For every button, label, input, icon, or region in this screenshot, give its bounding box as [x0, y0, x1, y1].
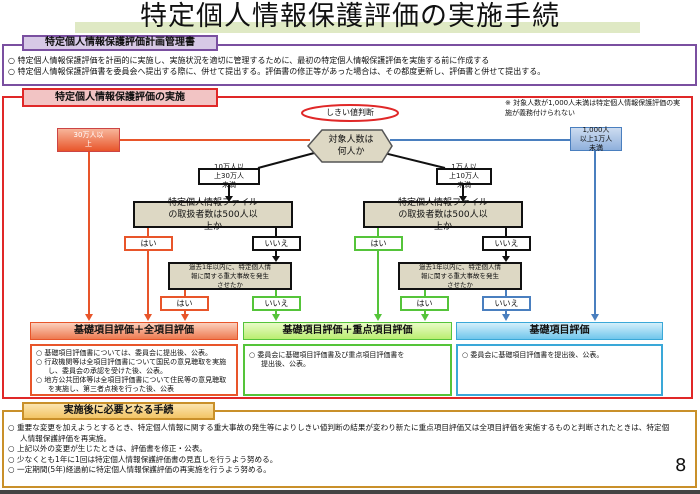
plan-label: 特定個人情報保護評価計画管理書	[22, 35, 218, 51]
yes-label: はい	[400, 296, 449, 311]
no-label: いいえ	[482, 296, 531, 311]
plan-items: ○ 特定個人情報保護評価を計画的に実施し、実施状況を適切に管理するために、最初の…	[8, 55, 691, 77]
result-item: ○ 行政機関等は全項目評価書について国民の意見聴取を実施し、委員会の承認を受けた…	[36, 358, 227, 375]
yes-label: はい	[160, 296, 209, 311]
handlers-question-right: 特定個人情報ファイルの取扱者数は500人以上か	[363, 198, 523, 232]
after-item: ○ 一定期間(5年)経過前に特定個人情報保護評価の再実施を行うよう努める。	[8, 465, 271, 474]
incident-question-right: 過去1年以内に、特定個人情報に関する重大事故を発生させたか	[398, 262, 522, 290]
plan-item: ○ 特定個人情報保護評価を計画的に実施し、実施状況を適切に管理するために、最初の…	[8, 56, 490, 65]
after-item: ○ 上記以外の変更が生じたときは、評価書を修正・公表。	[8, 444, 207, 453]
result-full-body: ○ 基礎項目評価書については、委員会に提出後、公表。 ○ 行政機関等は全項目評価…	[30, 344, 238, 396]
plan-section: ○ 特定個人情報保護評価を計画的に実施し、実施状況を適切に管理するために、最初の…	[2, 44, 697, 86]
result-basic: 基礎項目評価	[456, 322, 663, 340]
handlers-question-left: 特定個人情報ファイルの取扱者数は500人以上か	[133, 198, 293, 232]
plan-item: ○ 特定個人情報保護評価書を委員会へ提出する際に、併せて提出する。評価書の修正等…	[8, 67, 546, 76]
result-priority: 基礎項目評価＋重点項目評価	[243, 322, 452, 340]
result-item: ○ 委員会に基礎項目評価書及び重点項目評価書を提出後、公表。	[249, 351, 405, 368]
question-label: 対象人数は何人か	[328, 135, 374, 157]
after-item: ○ 重要な変更を加えようとするとき、特定個人情報に関する重大事故の発生等によりし…	[8, 423, 670, 443]
implementation-label: 特定個人情報保護評価の実施	[22, 88, 218, 107]
note: ※ 対象人数が1,000人未満は特定個人情報保護評価の実施が義務付けられない	[505, 99, 681, 117]
result-priority-body: ○ 委員会に基礎項目評価書及び重点項目評価書を提出後、公表。	[243, 344, 452, 396]
no-label: いいえ	[482, 236, 531, 251]
bottom-bar	[0, 490, 700, 494]
no-label: いいえ	[252, 236, 301, 251]
result-item: ○ 委員会に基礎項目評価書を提出後、公表。	[462, 351, 604, 359]
question-shape	[307, 129, 393, 163]
yes-label: はい	[124, 236, 173, 251]
after-label: 実施後に必要となる手続	[22, 402, 215, 420]
implementation-section	[2, 96, 693, 399]
threshold-oval	[301, 104, 399, 122]
page-number: 8	[675, 455, 687, 476]
threshold-label: しきい値判断	[326, 108, 374, 117]
range-10k: 1万人以上10万人未満	[436, 163, 492, 189]
range-100k: 10万人以上30万人未満	[198, 163, 260, 189]
yes-label: はい	[354, 236, 403, 251]
incident-question-left: 過去1年以内に、特定個人情報に関する重大事故を発生させたか	[168, 262, 292, 290]
range-1k: 1,000人以上1万人未満	[570, 126, 622, 152]
result-item: ○ 基礎項目評価書については、委員会に提出後、公表。	[36, 349, 212, 357]
after-section: ○ 重要な変更を加えようとするとき、特定個人情報に関する重大事故の発生等によりし…	[2, 410, 697, 488]
after-items: ○ 重要な変更を加えようとするとき、特定個人情報に関する重大事故の発生等によりし…	[8, 423, 691, 476]
page-title: 特定個人情報保護評価の実施手続	[140, 1, 560, 32]
result-full: 基礎項目評価＋全項目評価	[30, 322, 238, 340]
result-item: ○ 地方公共団体等は全項目評価書について住民等の意見聴取を実施し、第三者点検を行…	[36, 376, 227, 393]
range-300k: 30万人以上	[57, 128, 120, 152]
title-highlight	[75, 22, 640, 33]
after-item: ○ 少なくとも1年に1回は特定個人情報保護評価書の見直しを行うよう努める。	[8, 454, 278, 464]
no-label: いいえ	[252, 296, 301, 311]
result-basic-body: ○ 委員会に基礎項目評価書を提出後、公表。	[456, 344, 663, 396]
